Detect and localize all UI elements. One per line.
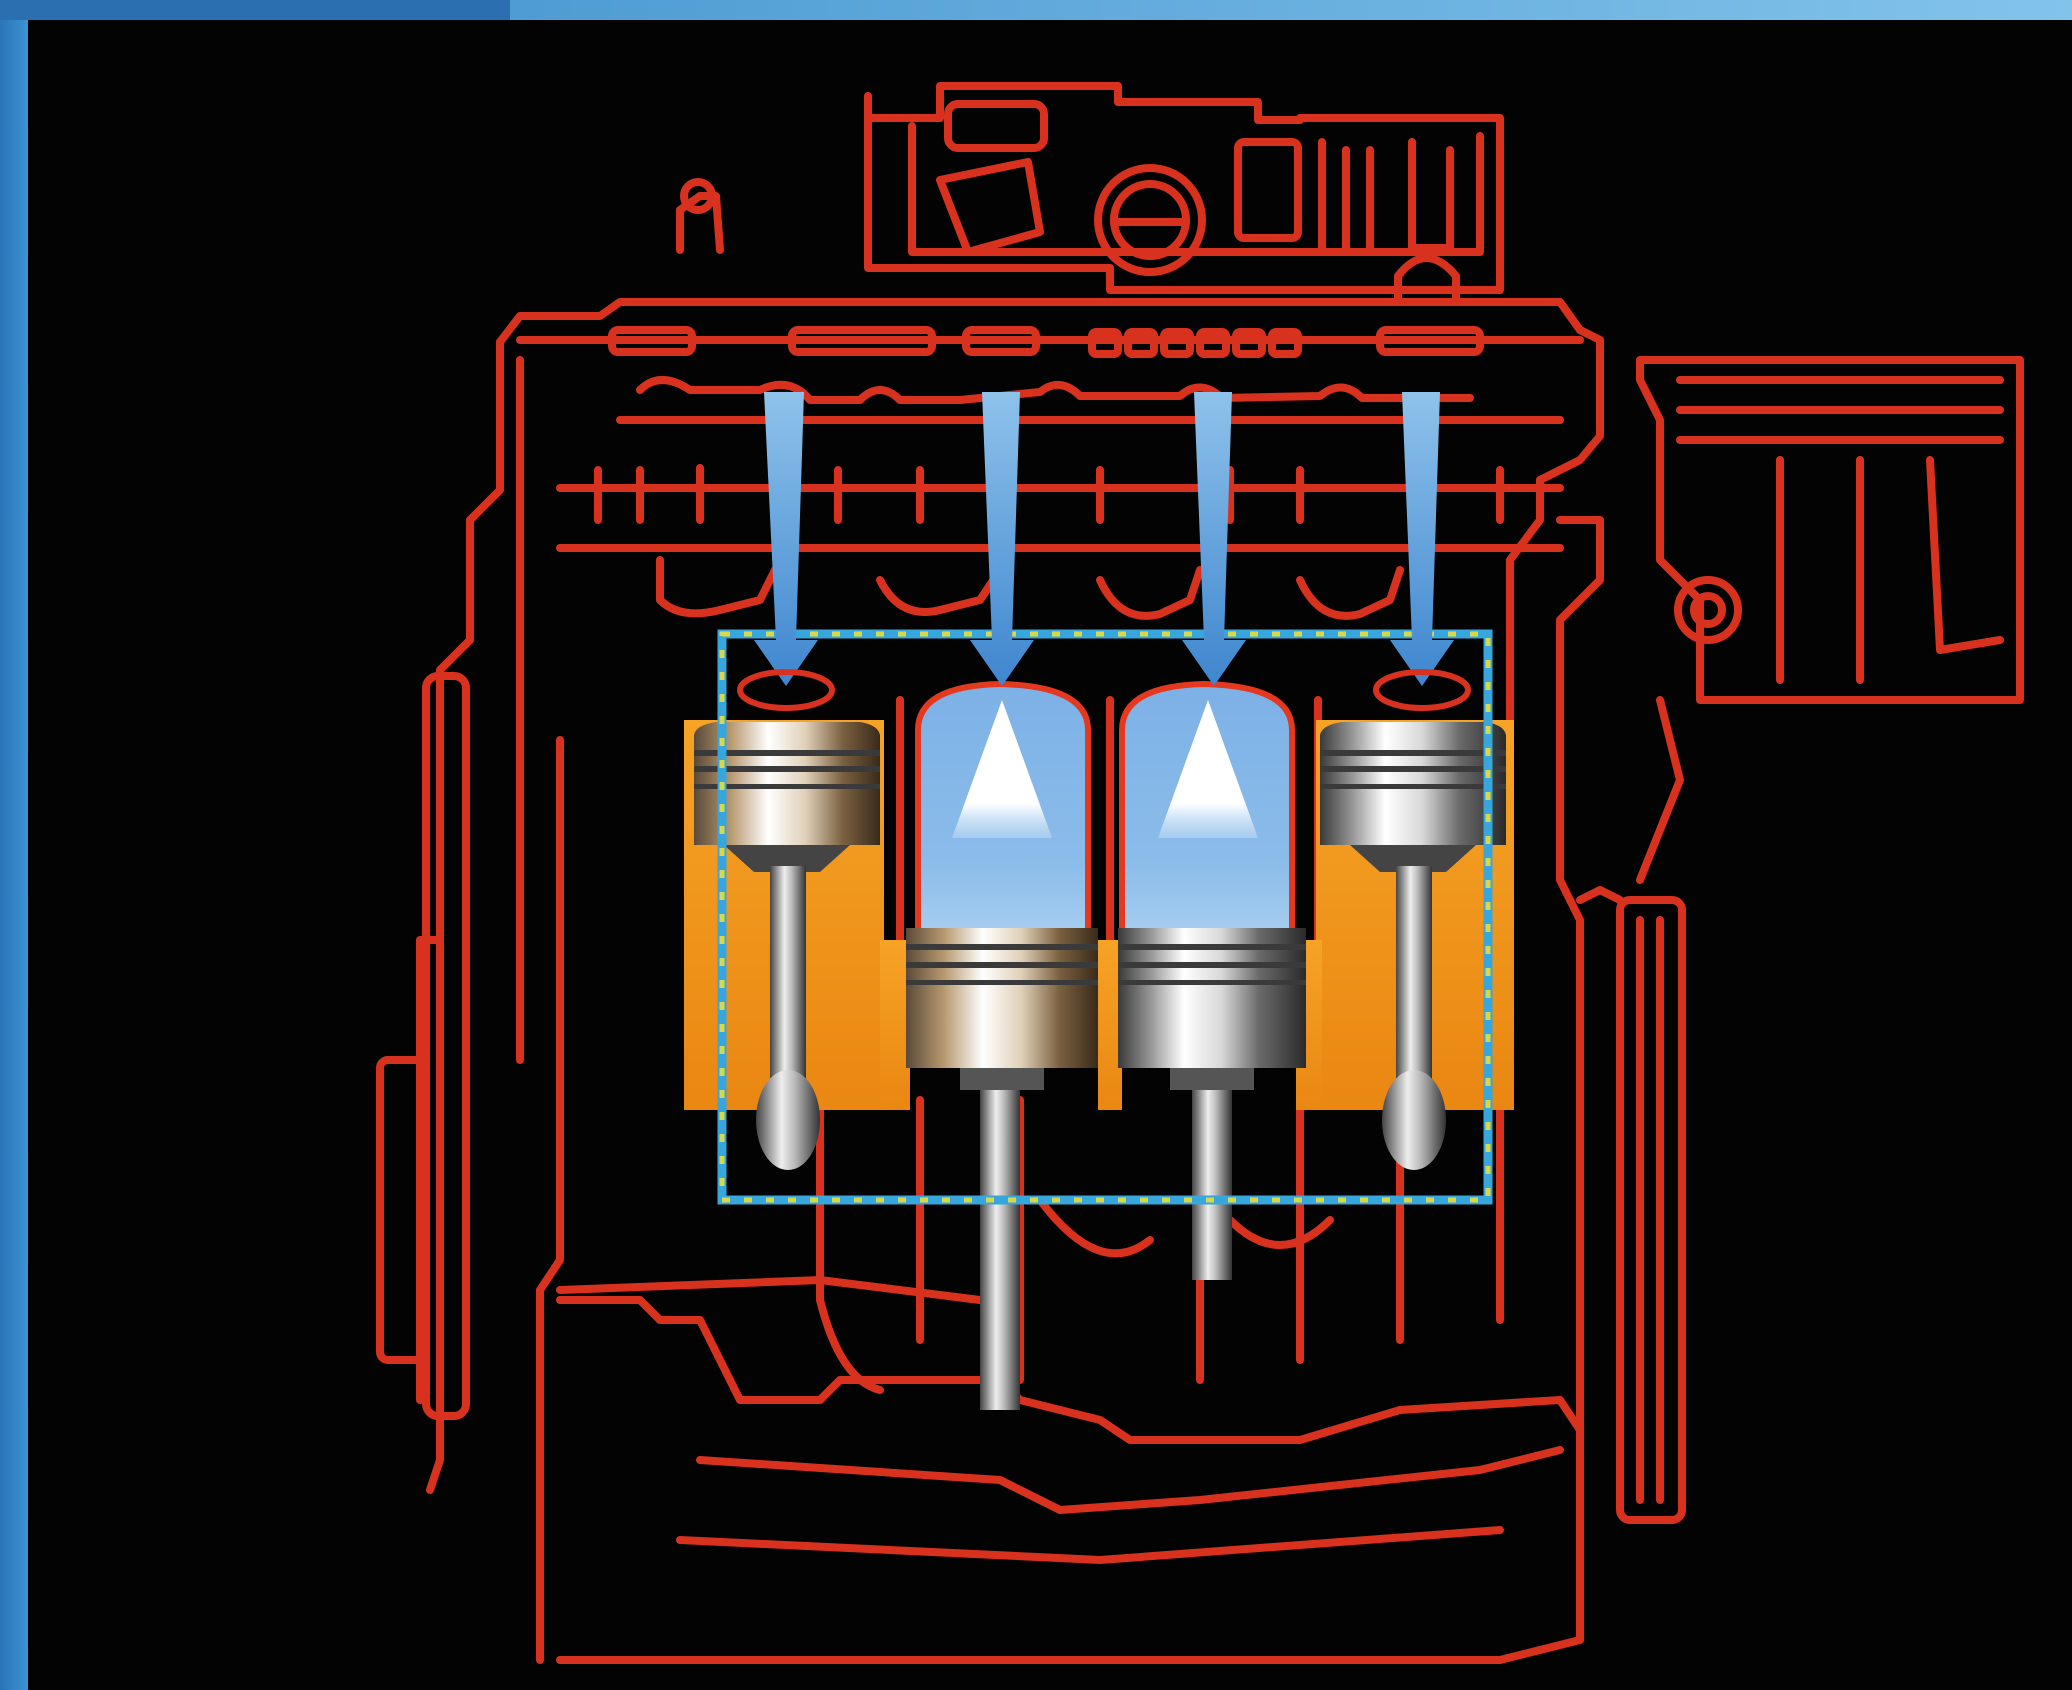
- combustion-chamber-2: [918, 684, 1088, 940]
- left-frame-border: [0, 0, 28, 1690]
- cylinder-wall-segment: [880, 940, 910, 1110]
- connecting-rod: [980, 1090, 1020, 1410]
- connecting-rod: [1396, 866, 1432, 1096]
- combustion-chamber-3: [1122, 684, 1292, 940]
- connecting-rod: [770, 866, 806, 1096]
- connecting-rod: [1192, 1090, 1232, 1280]
- top-frame-dark-segment: [0, 0, 510, 20]
